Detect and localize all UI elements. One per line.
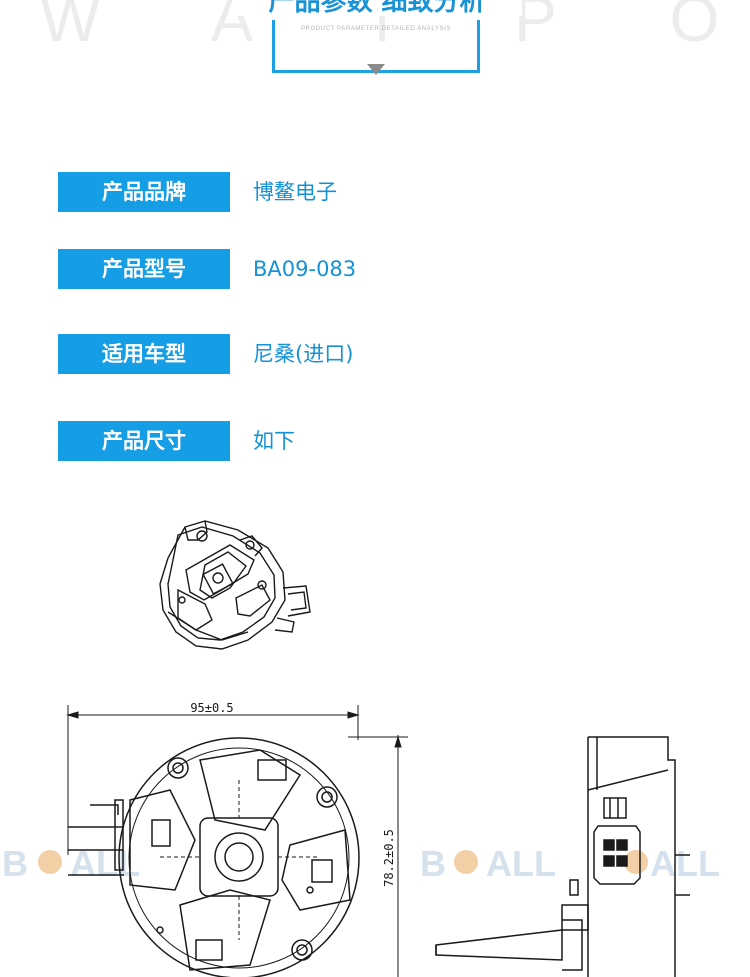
- param-value: 博鳌电子: [253, 180, 337, 204]
- param-label: 适用车型: [58, 334, 230, 374]
- section-title: 产品参数 细致分析 PRODUCT PARAMETER DETAILED ANA…: [232, 0, 522, 78]
- height-dimension: [348, 735, 408, 977]
- param-label: 产品型号: [58, 249, 230, 289]
- watermark-dot-icon: [454, 850, 478, 874]
- watermark-b-mid: B: [420, 843, 446, 884]
- watermark-all-mid: ALL: [486, 843, 556, 884]
- watermark-b-left: B: [2, 843, 28, 884]
- param-value: 尼桑(进口): [253, 342, 354, 366]
- param-label: 产品品牌: [58, 172, 230, 212]
- param-value: 如下: [253, 429, 295, 453]
- side-view: [435, 736, 690, 977]
- height-dimension-label: 78.2±0.5: [382, 829, 396, 887]
- section-title-text: 产品参数 细致分析: [232, 0, 522, 16]
- watermark-all-right: ALL: [650, 843, 720, 884]
- param-label: 产品尺寸: [58, 421, 230, 461]
- arrow-down-icon: [367, 64, 385, 75]
- width-dimension: [66, 705, 360, 855]
- watermark-dot-icon: [624, 850, 648, 874]
- width-dimension-label: 95±0.5: [190, 701, 233, 715]
- section-subtitle: PRODUCT PARAMETER DETAILED ANALYSIS: [301, 26, 451, 32]
- param-value: BA09-083: [253, 257, 357, 281]
- front-view: [68, 737, 360, 977]
- watermark-dot-icon: [38, 850, 62, 874]
